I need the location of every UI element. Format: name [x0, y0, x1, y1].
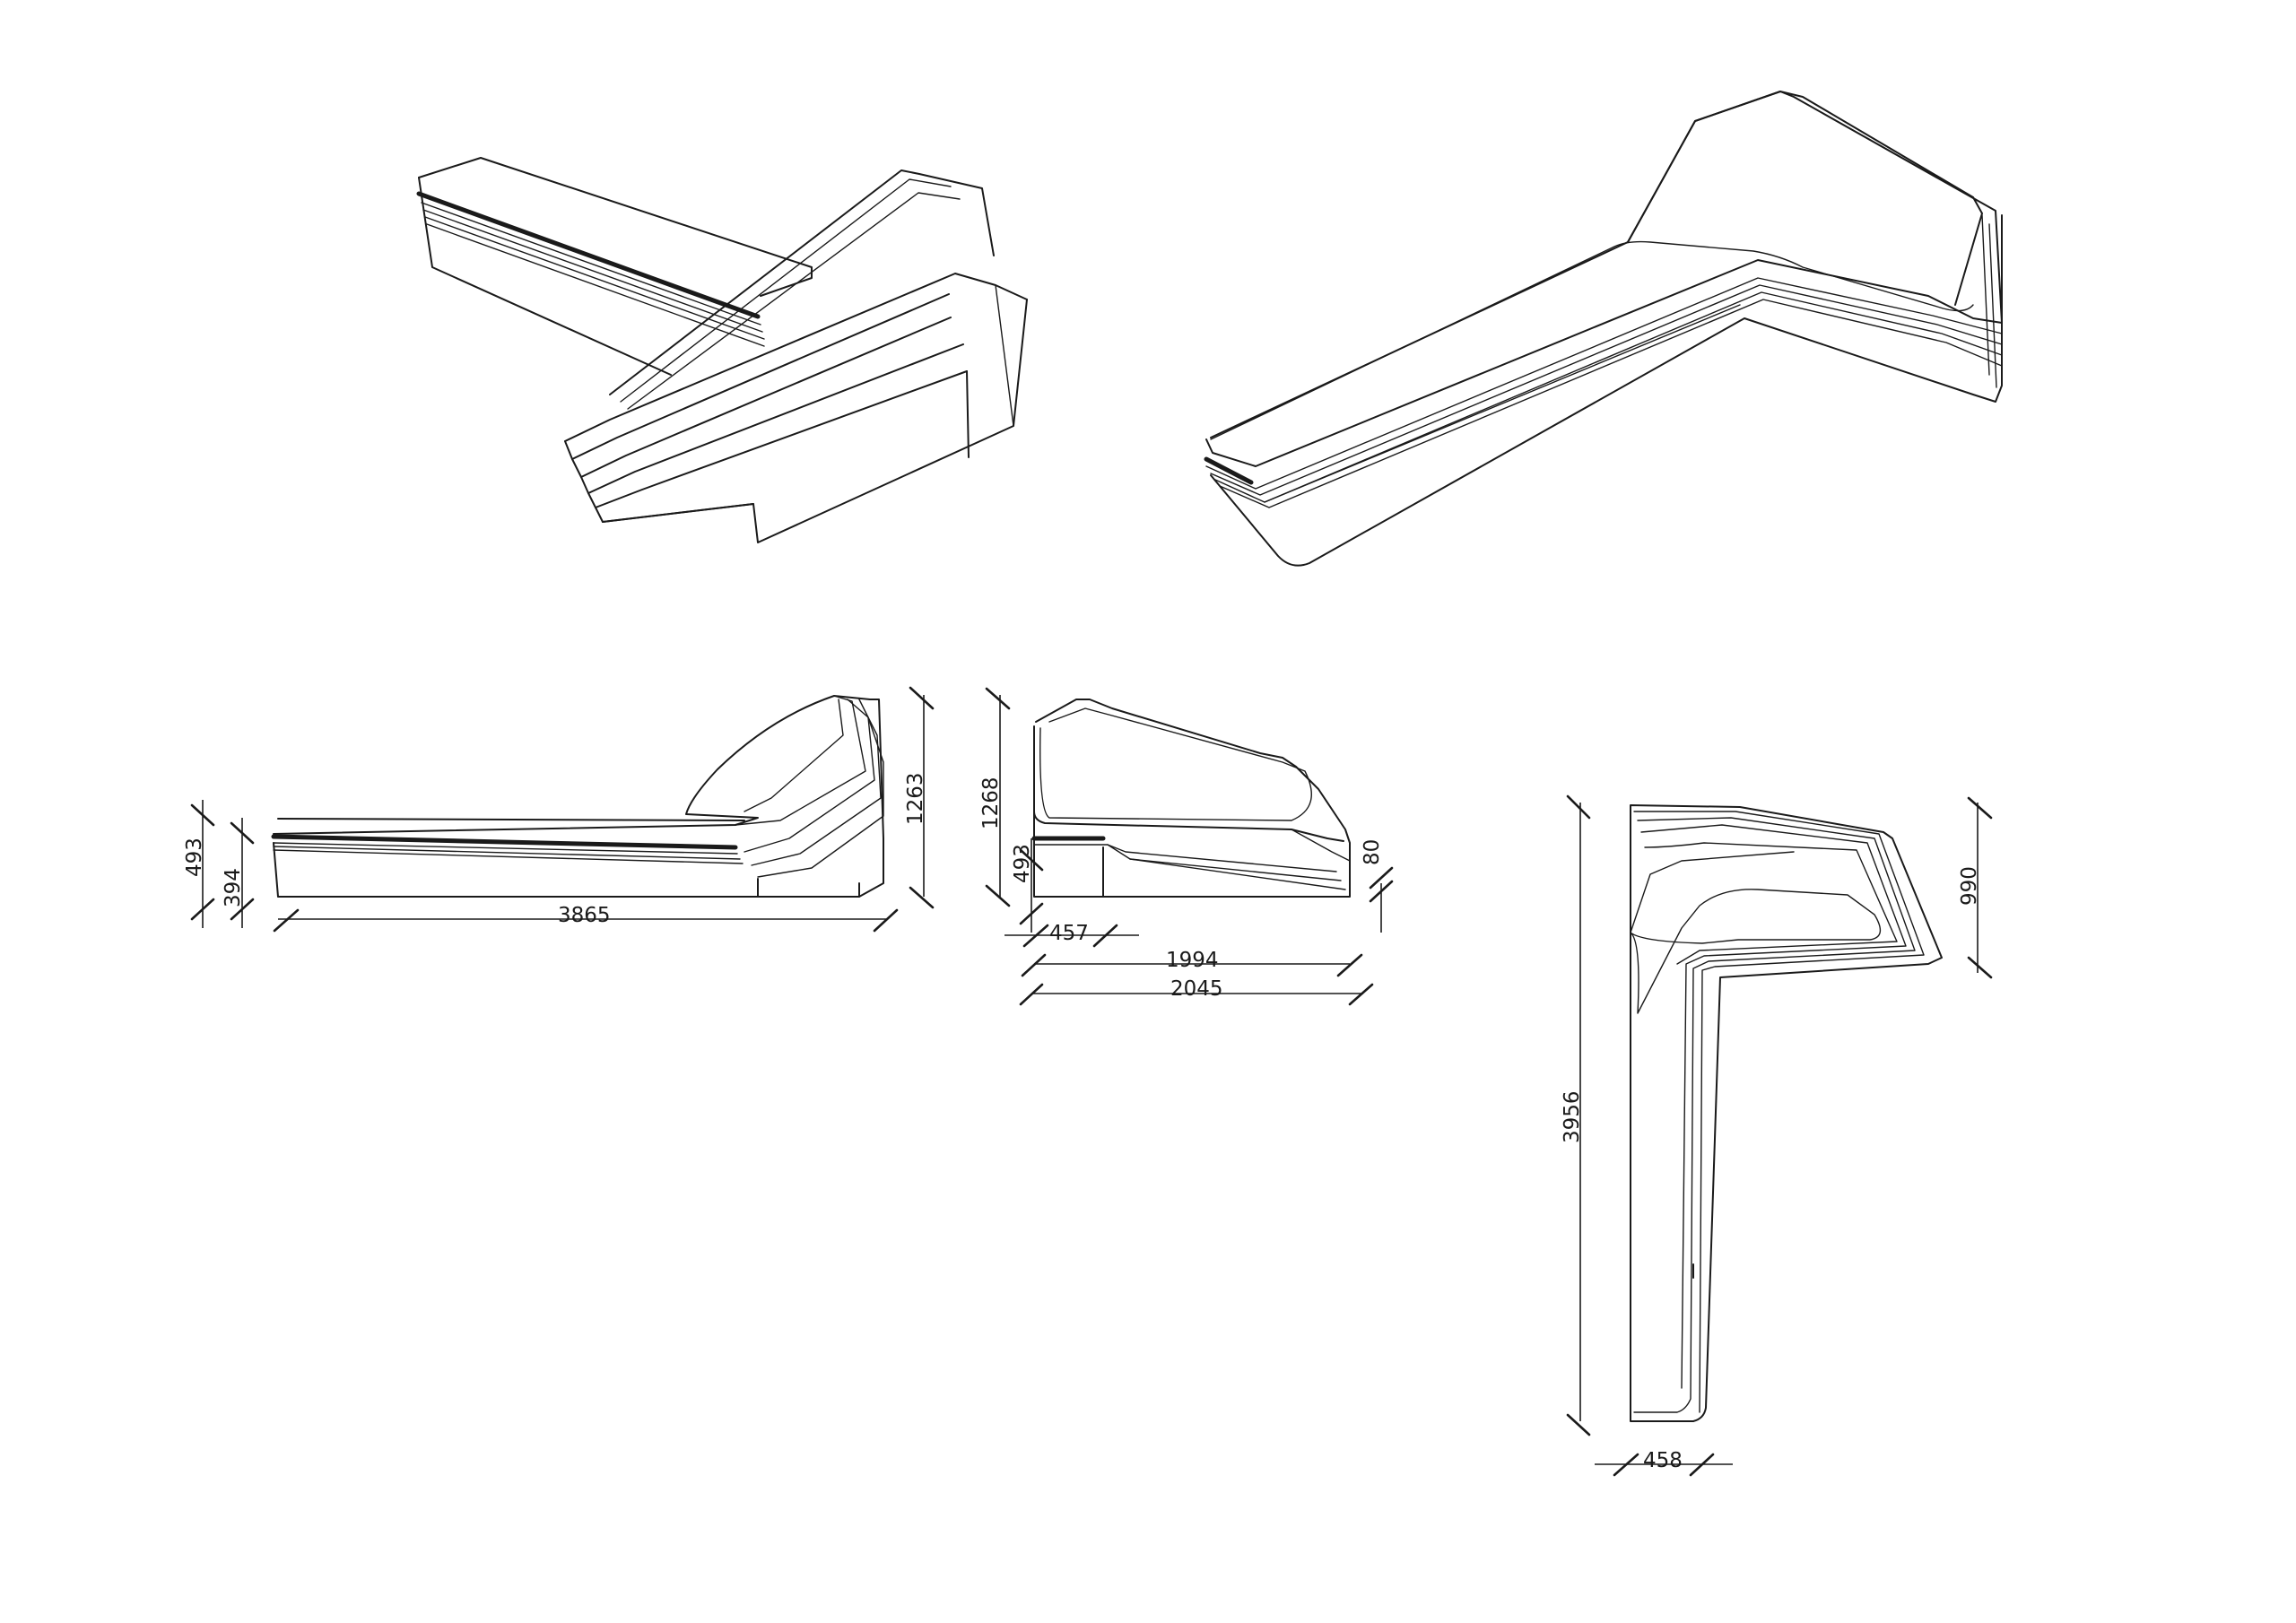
- front-elevation: [1031, 699, 1351, 898]
- dim-side-base-height: 394: [222, 868, 245, 907]
- backrest-outline: [1627, 91, 1983, 306]
- front-outline: [1033, 699, 1351, 898]
- dim-front-foot-offset: 80: [1361, 839, 1384, 865]
- base-block: [602, 299, 1028, 543]
- side-dimensions: 493 394 1263 3865: [183, 686, 935, 933]
- beam-top: [418, 157, 813, 297]
- dim-front-base-depth: 457: [1049, 922, 1089, 945]
- front-cushion: [1039, 707, 1312, 821]
- seat-tier-1: [564, 273, 1028, 442]
- dim-front-body-depth: 1994: [1166, 949, 1219, 972]
- cushion-edge: [1210, 240, 1974, 440]
- dim-plan-back-depth: 990: [1958, 866, 1981, 906]
- side-band: [271, 834, 738, 850]
- beam-band: [416, 191, 761, 319]
- perspective-view-right: [1204, 91, 2003, 567]
- front-band: [1204, 456, 1254, 485]
- front-dimensions: 1268 493 80 457 1994 2045: [979, 687, 1394, 1006]
- dim-front-total-depth: 2045: [1170, 977, 1223, 1001]
- plan-outline: [1630, 804, 1943, 1422]
- perspective-view-left: [416, 157, 1028, 543]
- seat-tier-2: [571, 293, 950, 460]
- dim-side-length: 3865: [558, 904, 611, 927]
- plan-view: [1630, 804, 1943, 1422]
- dim-plan-arm-width: 458: [1643, 1449, 1683, 1472]
- seat-left-edge: [564, 440, 604, 523]
- bench-underside: [1210, 214, 2003, 567]
- side-outline: [273, 695, 884, 898]
- dim-side-total-height: 1263: [904, 772, 927, 825]
- seat-slab-top: [1205, 91, 2003, 467]
- dim-front-seat-height: 493: [1011, 844, 1034, 883]
- beam-front-face: [418, 177, 672, 376]
- seat-tier-4: [587, 343, 964, 494]
- back-ridge-upper: [609, 169, 995, 395]
- seat-tier-5: [595, 370, 968, 508]
- side-elevation: [271, 695, 884, 898]
- seat-tier-3: [580, 317, 952, 478]
- dim-side-seat-height: 493: [183, 838, 206, 877]
- plan-seat-cushion: [1630, 889, 1882, 1014]
- dim-plan-length: 3956: [1561, 1090, 1584, 1143]
- dim-front-total-height: 1268: [979, 777, 1003, 829]
- plan-dimensions: 3956 990 458: [1561, 794, 1993, 1477]
